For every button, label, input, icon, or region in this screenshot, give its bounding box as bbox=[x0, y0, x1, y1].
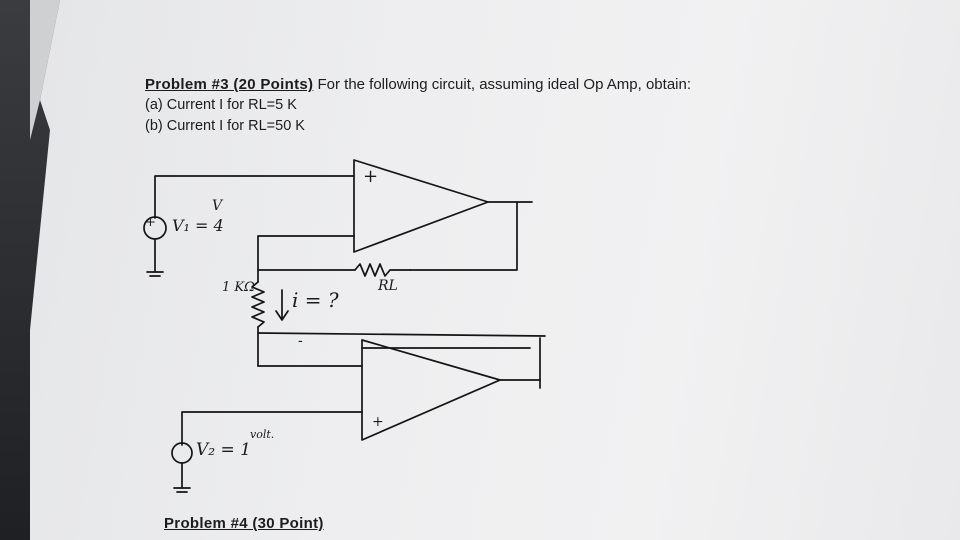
op-amp-1 bbox=[353, 159, 489, 253]
v2-unit: volt. bbox=[250, 428, 275, 441]
problem-3-statement: For the following circuit, assuming idea… bbox=[317, 76, 691, 93]
problem-3-heading: Problem #3 (20 Points) For the following… bbox=[145, 76, 691, 93]
output-1-wire bbox=[409, 201, 518, 271]
problem-4-heading: Problem #4 (30 Point) bbox=[164, 515, 324, 532]
v2-label: V₂ = 1 bbox=[196, 440, 251, 460]
problem-3-label: Problem #3 (20 Points) bbox=[145, 76, 314, 93]
v1-wire bbox=[154, 175, 355, 219]
problem-3-part-a: (a) Current I for RL=5 K bbox=[145, 97, 297, 113]
op-amp-2-minus: - bbox=[298, 333, 303, 349]
v1-plus: + bbox=[145, 215, 156, 230]
v2-source-icon bbox=[171, 442, 193, 464]
v2-wire bbox=[181, 411, 363, 446]
v1-label: V₁ = 4 bbox=[172, 216, 224, 235]
problem-3-part-b: (b) Current I for RL=50 K bbox=[145, 118, 305, 134]
op-amp-2-plus: + bbox=[372, 414, 384, 430]
r1-resistor bbox=[251, 281, 265, 328]
r1-label: 1 KΩ bbox=[222, 280, 255, 295]
problem-4-label: Problem #4 (30 Point) bbox=[164, 515, 324, 532]
mid-wire bbox=[257, 332, 546, 337]
current-label: i = ? bbox=[292, 288, 339, 312]
rl-label: RL bbox=[378, 278, 398, 294]
op-amp-2 bbox=[361, 339, 501, 441]
op-amp-1-plus: + bbox=[363, 166, 379, 187]
rl-resistor bbox=[354, 263, 411, 277]
current-arrowhead-icon bbox=[275, 310, 289, 321]
v1-unit: V bbox=[212, 198, 223, 214]
feedback-1-wire bbox=[257, 235, 356, 271]
